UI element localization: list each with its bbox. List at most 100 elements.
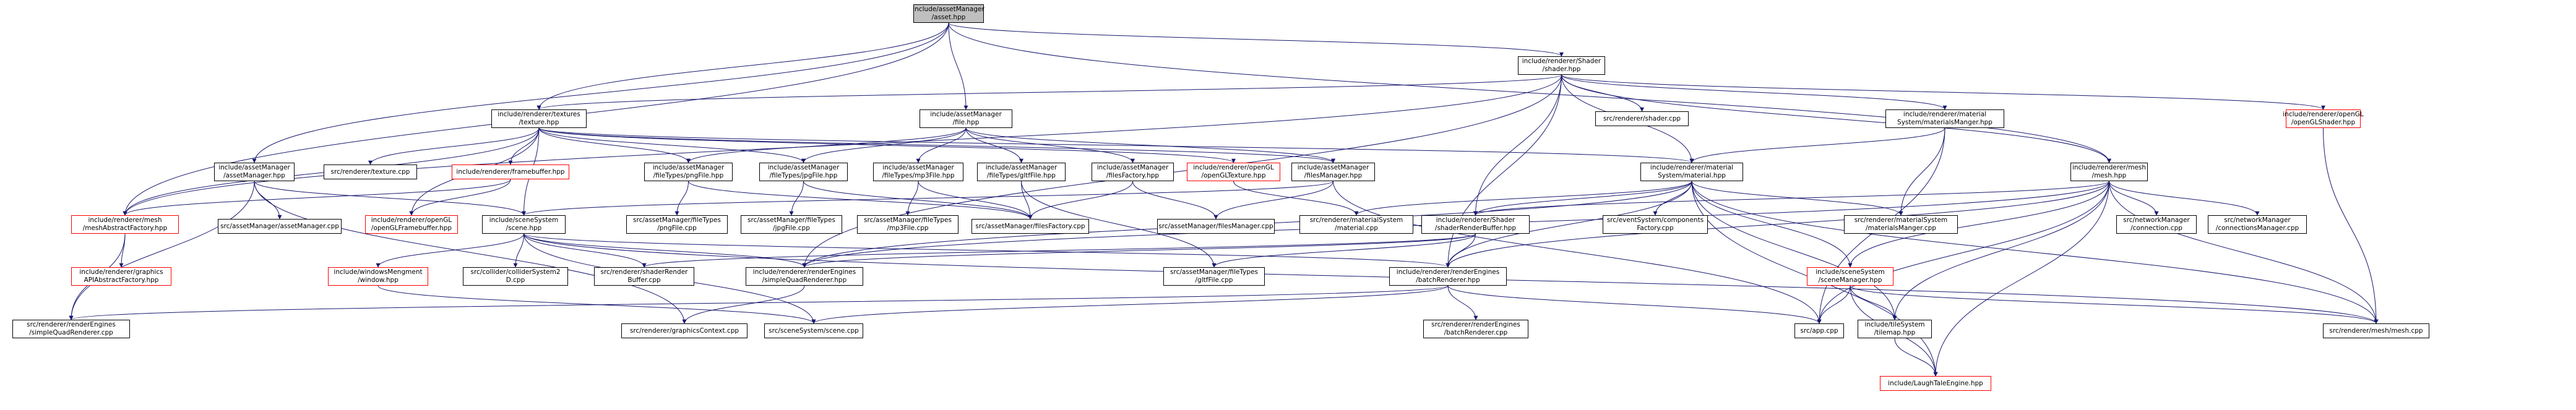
graph-node-engine[interactable]: include/LaughTaleEngine.hpp xyxy=(1880,376,1991,391)
node-label-line: src/assetManager/fileTypes xyxy=(633,216,721,224)
graph-node-gltffile-cpp[interactable]: src/assetManager/fileTypes/gltfFile.cpp xyxy=(1163,267,1265,286)
graph-node-pngfile[interactable]: include/assetManager/fileTypes/pngFile.h… xyxy=(644,163,733,181)
node-label-line: include/renderer/openGL xyxy=(1193,164,1274,171)
graph-node-app-cpp[interactable]: src/app.cpp xyxy=(1794,323,1844,338)
graph-node-openglshader[interactable]: include/renderer/openGL/openGLShader.hpp xyxy=(2283,109,2364,128)
dependency-edge-assetmanager_hpp-to-graphicsctx_cpp xyxy=(254,181,687,324)
graph-node-scenesys[interactable]: include/sceneSystem/scene.hpp xyxy=(482,215,566,234)
node-label-line: src/renderer/renderEngines xyxy=(27,321,116,328)
dependency-edge-scenesys-to-batchrenderer xyxy=(523,233,1450,268)
dependency-edge-texture-to-framebuffer xyxy=(508,127,540,165)
graph-node-scene-cpp[interactable]: src/sceneSystem/scene.cpp xyxy=(764,323,863,338)
graph-node-tilemap[interactable]: include/tileSystem/tilemap.hpp xyxy=(1858,320,1932,338)
node-label-line: include/assetManager xyxy=(218,164,290,171)
graph-node-graphicsctx-cpp[interactable]: src/renderer/graphicsContext.cpp xyxy=(621,323,747,338)
dependency-edge-mesh-to-mesh_cpp xyxy=(2109,181,2379,324)
dependency-edge-shader-to-openglshader xyxy=(1561,74,2325,110)
node-label-line: src/networkManager xyxy=(2123,216,2190,224)
graph-node-mp3file-cpp[interactable]: src/assetManager/fileTypes/mp3File.cpp xyxy=(857,215,958,234)
node-label-line: include/renderer/graphics xyxy=(79,268,163,276)
graph-node-sqr[interactable]: include/renderer/renderEngines/simpleQua… xyxy=(746,267,863,286)
dependency-edge-mesh-to-connection_cpp xyxy=(2109,181,2159,216)
graph-node-jpgfile-cpp[interactable]: src/assetManager/fileTypes/jpgFile.cpp xyxy=(741,215,842,234)
graph-node-texture-cpp[interactable]: src/renderer/texture.cpp xyxy=(324,164,417,179)
graph-node-texture[interactable]: include/renderer/textures/texture.hpp xyxy=(491,109,587,128)
graph-node-matsmgr-cpp[interactable]: src/renderer/materialSystem/materialsMan… xyxy=(1844,215,1958,234)
dependency-edge-material-to-scenemgr xyxy=(1691,181,1853,268)
node-label-line: include/windowsMengment xyxy=(334,268,423,276)
graph-node-opengltexture[interactable]: include/renderer/openGL/openGLTexture.hp… xyxy=(1187,163,1280,181)
graph-node-connmgr-cpp[interactable]: src/networkManager/connectionsManager.cp… xyxy=(2208,215,2307,234)
node-label-line: include/renderer/renderEngines xyxy=(1396,268,1500,276)
node-label-line: include/renderer/material xyxy=(1903,111,1987,118)
node-label-line: Factory.cpp xyxy=(1637,224,1674,232)
graph-node-filesmanager-cpp[interactable]: src/assetManager/filesManager.cpp xyxy=(1157,219,1275,234)
graph-node-mesh-cpp[interactable]: src/renderer/mesh/mesh.cpp xyxy=(2323,323,2429,338)
dependency-edge-mesh-to-batchrenderer xyxy=(1445,181,2109,268)
dependency-edge-texture-to-material xyxy=(538,127,1694,163)
graph-node-shader[interactable]: include/renderer/Shader/shader.hpp xyxy=(1518,56,1605,75)
graph-node-windowmgr[interactable]: include/windowsMengment/window.hpp xyxy=(328,267,428,286)
graph-node-gltffile[interactable]: include/assetManager/fileTypes/gltfFile.… xyxy=(977,163,1066,181)
node-label-line: /materialsManger.cpp xyxy=(1866,224,1936,232)
graph-node-srb[interactable]: include/renderer/Shader/shaderRenderBuff… xyxy=(1421,215,1530,234)
graph-node-filesfactory[interactable]: include/assetManager/filesFactory.hpp xyxy=(1092,163,1174,181)
graph-node-assetmanager-hpp[interactable]: include/assetManager/assetManager.hpp xyxy=(214,163,295,181)
node-label-line: src/assetManager/fileTypes xyxy=(747,216,835,224)
graph-node-mesh[interactable]: include/renderer/mesh/mesh.hpp xyxy=(2070,163,2148,181)
node-label-line: src/sceneSystem/scene.cpp xyxy=(769,327,859,335)
graph-node-pngfile-cpp[interactable]: src/assetManager/fileTypes/pngFile.cpp xyxy=(626,215,728,234)
graph-node-framebuffer[interactable]: include/renderer/framebuffer.hpp xyxy=(452,164,569,179)
node-label-line: /gltfFile.cpp xyxy=(1195,276,1233,284)
node-label-line: include/renderer/textures xyxy=(498,111,580,118)
graph-node-connection-cpp[interactable]: src/networkManager/connection.cpp xyxy=(2116,215,2197,234)
node-label-line: System/material.hpp xyxy=(1658,172,1726,179)
dependency-edge-filesmanager-to-filesmanager_cpp xyxy=(1213,181,1333,220)
node-label-line: /openGLTexture.hpp xyxy=(1201,172,1266,179)
graph-node-filesmanager[interactable]: include/assetManager/filesManager.hpp xyxy=(1291,163,1375,181)
node-label-line: include/renderer/mesh xyxy=(88,216,162,224)
graph-node-meshfactory[interactable]: include/renderer/mesh/meshAbstractFactor… xyxy=(71,215,179,234)
graph-node-material-cpp[interactable]: src/renderer/materialSystem/material.cpp xyxy=(1299,215,1413,234)
node-label-line: src/renderer/materialSystem xyxy=(1309,216,1403,224)
dependency-edge-mesh-to-connmgr_cpp xyxy=(2109,181,2260,216)
node-label-line: include/assetManager xyxy=(652,164,725,171)
dependency-edge-filesfactory-to-filesmanager_cpp xyxy=(1132,181,1218,220)
dependency-edge-assetmanager_hpp-to-sqr_cpp xyxy=(69,181,255,320)
graph-node-jpgfile[interactable]: include/assetManager/fileTypes/jpgFile.h… xyxy=(759,163,848,181)
node-label-line: include/renderer/openGL xyxy=(2283,111,2364,118)
node-label-line: /texture.hpp xyxy=(519,119,559,126)
graph-node-openglfb[interactable]: include/renderer/openGL/openGLFramebuffe… xyxy=(365,215,458,234)
node-label-line: src/app.cpp xyxy=(1800,327,1838,335)
node-label-line: src/networkManager xyxy=(2224,216,2291,224)
node-label-line: /assetManager.hpp xyxy=(223,172,285,179)
graph-node-sqr-cpp[interactable]: src/renderer/renderEngines/simpleQuadRen… xyxy=(12,320,130,338)
graph-node-filesfactory-cpp[interactable]: src/assetManager/filesFactory.cpp xyxy=(971,219,1089,234)
graph-node-file[interactable]: include/assetManager/file.hpp xyxy=(920,109,1012,128)
dependency-edge-file-to-mp3file xyxy=(916,127,967,163)
graph-node-batchrenderer[interactable]: include/renderer/renderEngines/batchRend… xyxy=(1389,267,1507,286)
dependency-edge-file-to-pngfile xyxy=(686,127,967,163)
graph-node-batchrenderer-cpp[interactable]: src/renderer/renderEngines/batchRenderer… xyxy=(1423,320,1528,338)
node-label-line: src/assetManager/fileTypes xyxy=(1170,268,1258,276)
dependency-edge-file-to-filesmanager xyxy=(965,127,1335,163)
graph-node-scenemgr[interactable]: include/sceneSystem/sceneManager.hpp xyxy=(1807,267,1893,286)
node-label-line: /batchRenderer.hpp xyxy=(1416,276,1480,284)
node-label-line: /fileTypes/pngFile.hpp xyxy=(653,172,724,179)
dependency-edge-material-to-tilemap xyxy=(1691,181,1897,320)
node-label-line: /filesFactory.hpp xyxy=(1106,172,1160,179)
graph-node-mp3file[interactable]: include/assetManager/fileTypes/mp3File.h… xyxy=(873,163,963,181)
graph-node-shader-cpp[interactable]: src/renderer/shader.cpp xyxy=(1595,111,1689,126)
graph-node-assetmanager-cpp[interactable]: src/assetManager/assetManager.cpp xyxy=(218,219,342,234)
dependency-edge-pngfile-to-filesfactory_cpp xyxy=(688,181,1033,220)
node-label-line: src/assetManager/fileTypes xyxy=(864,216,952,224)
node-label-line: src/renderer/materialSystem xyxy=(1854,216,1948,224)
